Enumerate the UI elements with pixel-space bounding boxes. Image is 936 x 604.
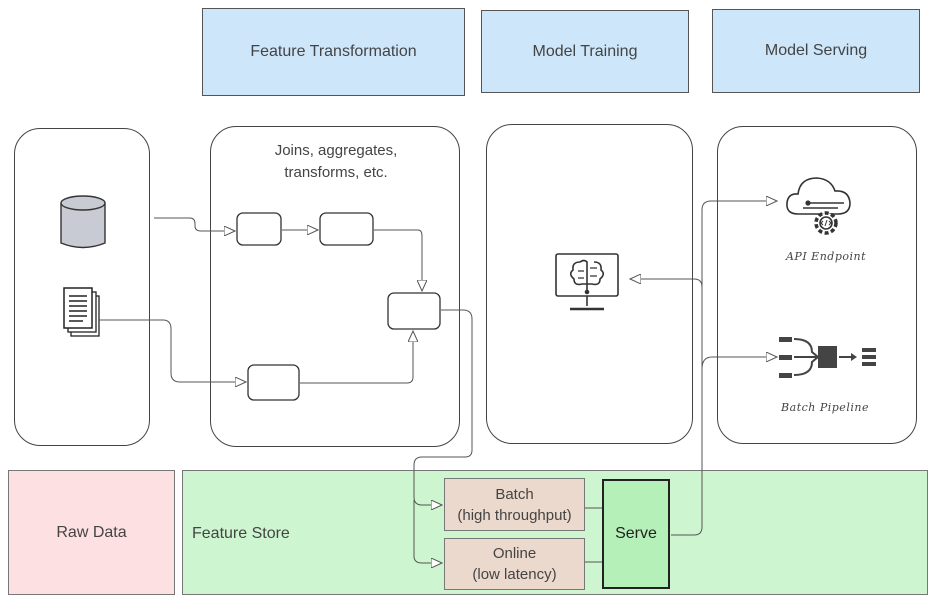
cloud-api-icon xyxy=(786,177,851,235)
api-endpoint-label: API Endpoint xyxy=(785,250,867,263)
connector-merge-to-batch xyxy=(413,309,473,505)
documents-icon xyxy=(63,287,100,337)
online-store: Online (low latency) xyxy=(444,538,585,590)
header-model-training: Model Training xyxy=(481,10,689,93)
transform-step-1 xyxy=(236,212,282,246)
header-feature-transformation: Feature Transformation xyxy=(202,8,465,96)
batch-pipeline-label: Batch Pipeline xyxy=(781,401,869,414)
raw-data-box: Raw Data xyxy=(8,470,175,595)
training-panel xyxy=(486,124,693,444)
batch-store: Batch (high throughput) xyxy=(444,478,585,531)
brain-monitor-icon xyxy=(555,253,619,311)
transform-note-line2: transforms, etc. xyxy=(284,164,388,181)
feature-store-label: Feature Store xyxy=(192,525,290,542)
database-icon xyxy=(60,195,106,249)
batch-pipeline-icon xyxy=(779,337,876,378)
raw-data-panel xyxy=(14,128,150,446)
serve-label: Serve xyxy=(615,525,657,542)
connector-db-to-step1 xyxy=(154,217,235,231)
header-model-training-label: Model Training xyxy=(532,42,638,60)
transform-note: Joins, aggregates, transforms, etc. xyxy=(250,140,422,184)
online-store-title: Online xyxy=(492,545,537,562)
serving-panel xyxy=(717,126,917,444)
header-model-serving-label: Model Serving xyxy=(764,42,868,59)
online-store-subtitle: (low latency) xyxy=(472,566,557,583)
raw-data-label: Raw Data xyxy=(56,523,127,541)
connector-step2-to-merge xyxy=(374,229,422,291)
header-feature-transformation-label: Feature Transformation xyxy=(250,43,417,60)
connector-step3-to-merge xyxy=(300,331,413,384)
connector-docs-to-step3 xyxy=(99,319,246,382)
transform-step-3 xyxy=(247,364,300,401)
transform-step-merge xyxy=(387,292,441,330)
connector-serve-to-api xyxy=(671,201,777,536)
batch-store-title: Batch xyxy=(495,485,534,503)
transformation-panel xyxy=(210,126,460,447)
connector-serve-to-training xyxy=(630,279,703,288)
transform-step-2 xyxy=(319,212,374,246)
header-model-serving: Model Serving xyxy=(712,9,920,93)
transform-note-line1: Joins, aggregates, xyxy=(274,142,398,159)
connector-merge-to-online xyxy=(413,500,442,563)
serve-box: Serve xyxy=(602,479,670,589)
batch-store-subtitle: (high throughput) xyxy=(457,506,572,524)
connector-serve-to-batch-pipeline xyxy=(701,357,777,370)
